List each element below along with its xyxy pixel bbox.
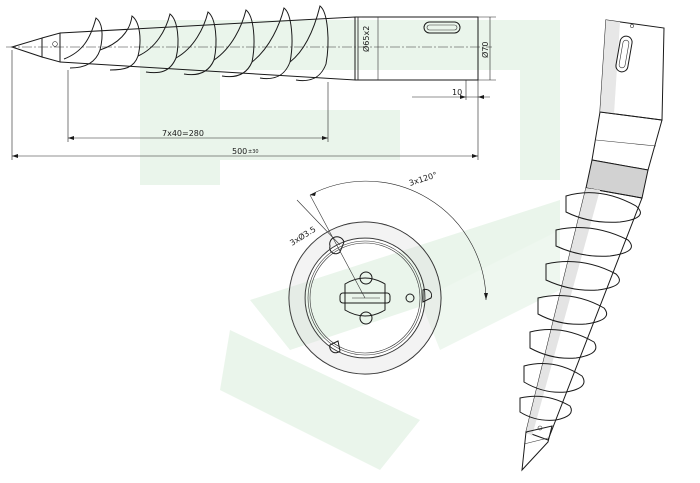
perspective-helix bbox=[519, 192, 641, 421]
dim-helix-pitch: 7x40=280 bbox=[162, 129, 204, 138]
side-view: Ø65x2 Ø70 10 7x40=280 500 ±30 bbox=[6, 5, 496, 160]
dim-hole-angle: 3x120° bbox=[408, 170, 438, 188]
dim-total-length: 500 bbox=[232, 147, 247, 156]
helix-flights bbox=[63, 5, 329, 82]
dim-diameter-large: Ø70 bbox=[480, 42, 490, 58]
perspective-view bbox=[519, 19, 665, 472]
dim-end-offset: 10 bbox=[452, 88, 462, 97]
dim-diameter-small: Ø65x2 bbox=[361, 26, 371, 52]
dim-total-length-tolerance: ±30 bbox=[248, 149, 259, 155]
watermark-logo bbox=[140, 20, 560, 470]
